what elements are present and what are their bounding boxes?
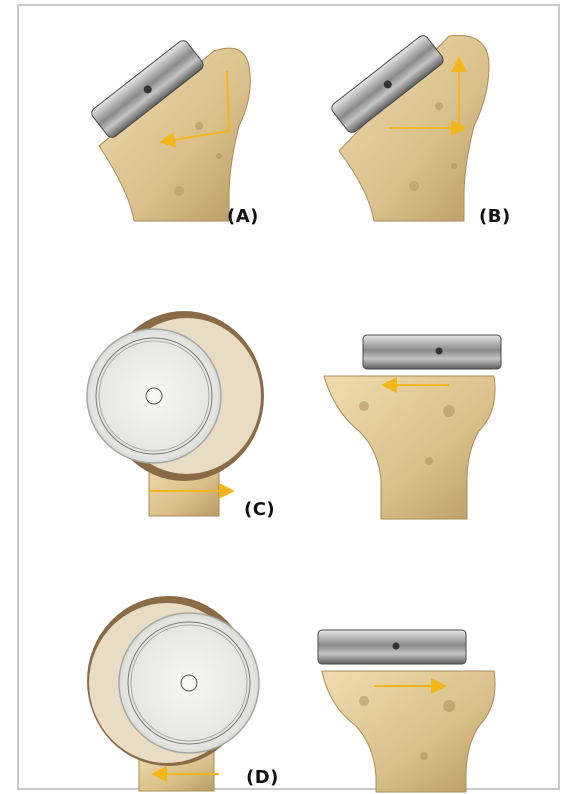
panel-c-top-illustration [79,301,289,526]
figure-frame: (A) (B) [17,4,560,790]
panel-b-illustration [304,16,504,231]
panel-d-top-view: (D) [74,591,289,791]
panel-c-label: (C) [244,499,275,520]
humerus-bone [322,671,495,792]
panel-b: (B) [304,16,504,231]
humeral-head-implant [318,630,466,664]
humeral-head-implant [119,613,259,753]
humeral-head-implant [87,329,221,463]
panel-d-side-illustration [314,626,504,792]
humeral-head-implant [363,335,501,369]
panel-c-top-view: (C) [79,301,289,526]
panel-c-side-view [319,331,504,531]
panel-d-side-view [314,626,504,792]
panel-d-label: (D) [246,767,279,788]
panel-c-side-illustration [319,331,504,531]
panel-d-top-illustration [74,591,289,791]
panel-a-illustration [79,16,269,231]
panel-a-label: (A) [227,206,259,227]
humerus-bone [324,376,495,519]
panel-a: (A) [79,16,269,231]
panel-b-label: (B) [479,206,511,227]
